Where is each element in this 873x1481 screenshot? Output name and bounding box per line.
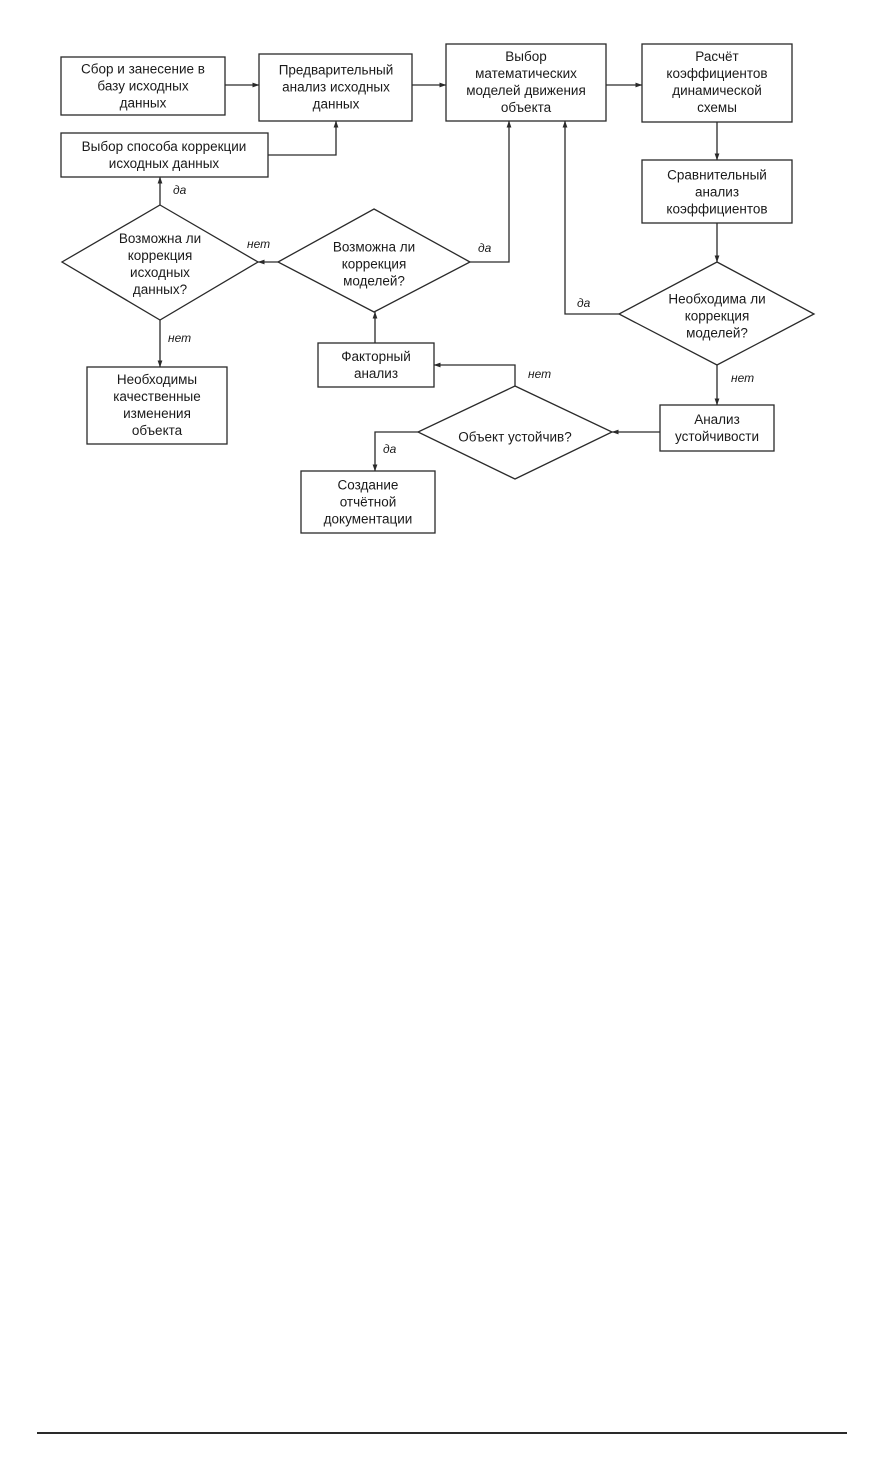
node-preanalysis-text: Предварительный анализ исходных данных [279, 63, 394, 112]
text-line: объекта [132, 423, 183, 438]
label-yes-object-stable: да [383, 442, 397, 456]
text-line: коррекция [342, 257, 407, 272]
text-line: Необходимы [117, 372, 197, 387]
node-factor-text: Факторный анализ [341, 349, 411, 381]
node-preanalysis: Предварительный анализ исходных данных [258, 53, 413, 122]
decision-object-stable-text: Объект устойчив? [458, 430, 571, 445]
text-line: Сбор и занесение в [81, 62, 205, 77]
text-line: изменения [123, 406, 191, 421]
label-no-object-stable: нет [528, 367, 551, 381]
node-qualitative: Необходимы качественные изменения объекта [86, 366, 228, 445]
text-line: базу исходных [97, 79, 188, 94]
text-line: Предварительный [279, 63, 394, 78]
text-line: исходных [130, 265, 190, 280]
arrow-object-stable-no-to-factor [433, 362, 516, 386]
node-calc-coeffs-text: Расчёт коэффициентов динамической схемы [666, 49, 767, 115]
text-line: коррекция [685, 309, 750, 324]
decision-need-correction: Необходима ли коррекция моделей? [617, 261, 816, 366]
label-yes-model-correction: да [478, 241, 492, 255]
node-stability-text: Анализ устойчивости [675, 412, 759, 444]
label-yes-data-correction: да [173, 183, 187, 197]
text-line: Создание [338, 478, 399, 493]
text-line: коррекция [128, 248, 193, 263]
text-line: анализ исходных [282, 80, 390, 95]
text-line: Расчёт [695, 49, 738, 64]
text-line: объекта [501, 100, 552, 115]
decision-need-correction-text: Необходима ли коррекция моделей? [668, 292, 765, 341]
edge-labels: да нет да да нет нет нет да [168, 183, 754, 456]
text-line: анализ [354, 366, 398, 381]
node-compare-coeffs: Сравнительный анализ коэффициентов [641, 159, 793, 224]
text-line: отчётной [340, 495, 397, 510]
text-line: динамической [672, 83, 762, 98]
node-choose-correction-text: Выбор способа коррекции исходных данных [82, 139, 247, 171]
decision-model-correction-text: Возможна ли коррекция моделей? [333, 240, 415, 289]
bottom-rule [37, 1432, 847, 1434]
text-line: Необходима ли [668, 292, 765, 307]
label-no-need-correction: нет [731, 371, 754, 385]
text-line: Выбор [505, 49, 546, 64]
text-line: Факторный [341, 349, 411, 364]
text-line: математических [475, 66, 577, 81]
decision-model-correction: Возможна ли коррекция моделей? [276, 208, 472, 313]
label-no-data-correction: нет [168, 331, 191, 345]
text-line: схемы [697, 100, 737, 115]
node-report-text: Создание отчётной документации [324, 478, 413, 527]
text-line: данных [120, 96, 167, 111]
text-line: качественные [113, 389, 201, 404]
text-line: моделей? [343, 274, 405, 289]
node-choose-models: Выбор математических моделей движения объек… [445, 43, 607, 122]
node-qualitative-text: Необходимы качественные изменения объекта [113, 372, 201, 438]
decision-data-correction: Возможна ли коррекция исходных данных? [60, 204, 260, 321]
label-no-model-to-data: нет [247, 237, 270, 251]
arrow-correction-to-preanalysis [268, 120, 339, 156]
arrow-model-correction-yes-to-models [470, 120, 512, 263]
text-line: Сравнительный [667, 168, 767, 183]
text-line: анализ [695, 185, 739, 200]
node-collect-text: Сбор и занесение в базу исходных данных [81, 62, 205, 111]
arrow-object-stable-yes-to-report [372, 431, 418, 472]
text-line: данных [313, 97, 360, 112]
node-collect: Сбор и занесение в базу исходных данных [60, 56, 226, 116]
text-line: Объект устойчив? [458, 430, 571, 445]
node-compare-coeffs-text: Сравнительный анализ коэффициентов [666, 168, 767, 217]
connectors [157, 82, 720, 472]
node-stability: Анализ устойчивости [659, 404, 775, 452]
text-line: коэффициентов [666, 202, 767, 217]
text-line: Выбор способа коррекции [82, 139, 247, 154]
decision-object-stable: Объект устойчив? [416, 385, 614, 480]
node-calc-coeffs: Расчёт коэффициентов динамической схемы [641, 43, 793, 123]
text-line: исходных данных [109, 156, 220, 171]
text-line: коэффициентов [666, 66, 767, 81]
decision-data-correction-text: Возможна ли коррекция исходных данных? [119, 231, 201, 297]
text-line: Возможна ли [333, 240, 415, 255]
node-report: Создание отчётной документации [300, 470, 436, 534]
node-choose-models-text: Выбор математических моделей движения объек… [466, 49, 586, 115]
text-line: моделей движения [466, 83, 586, 98]
node-factor: Факторный анализ [317, 342, 435, 388]
text-line: моделей? [686, 326, 748, 341]
node-choose-correction: Выбор способа коррекции исходных данных [60, 132, 269, 178]
label-yes-need-correction: да [577, 296, 591, 310]
text-line: Возможна ли [119, 231, 201, 246]
text-line: документации [324, 512, 413, 527]
arrow-need-correction-yes-to-models [562, 120, 619, 315]
text-line: устойчивости [675, 429, 759, 444]
text-line: Анализ [694, 412, 740, 427]
text-line: данных? [133, 282, 187, 297]
